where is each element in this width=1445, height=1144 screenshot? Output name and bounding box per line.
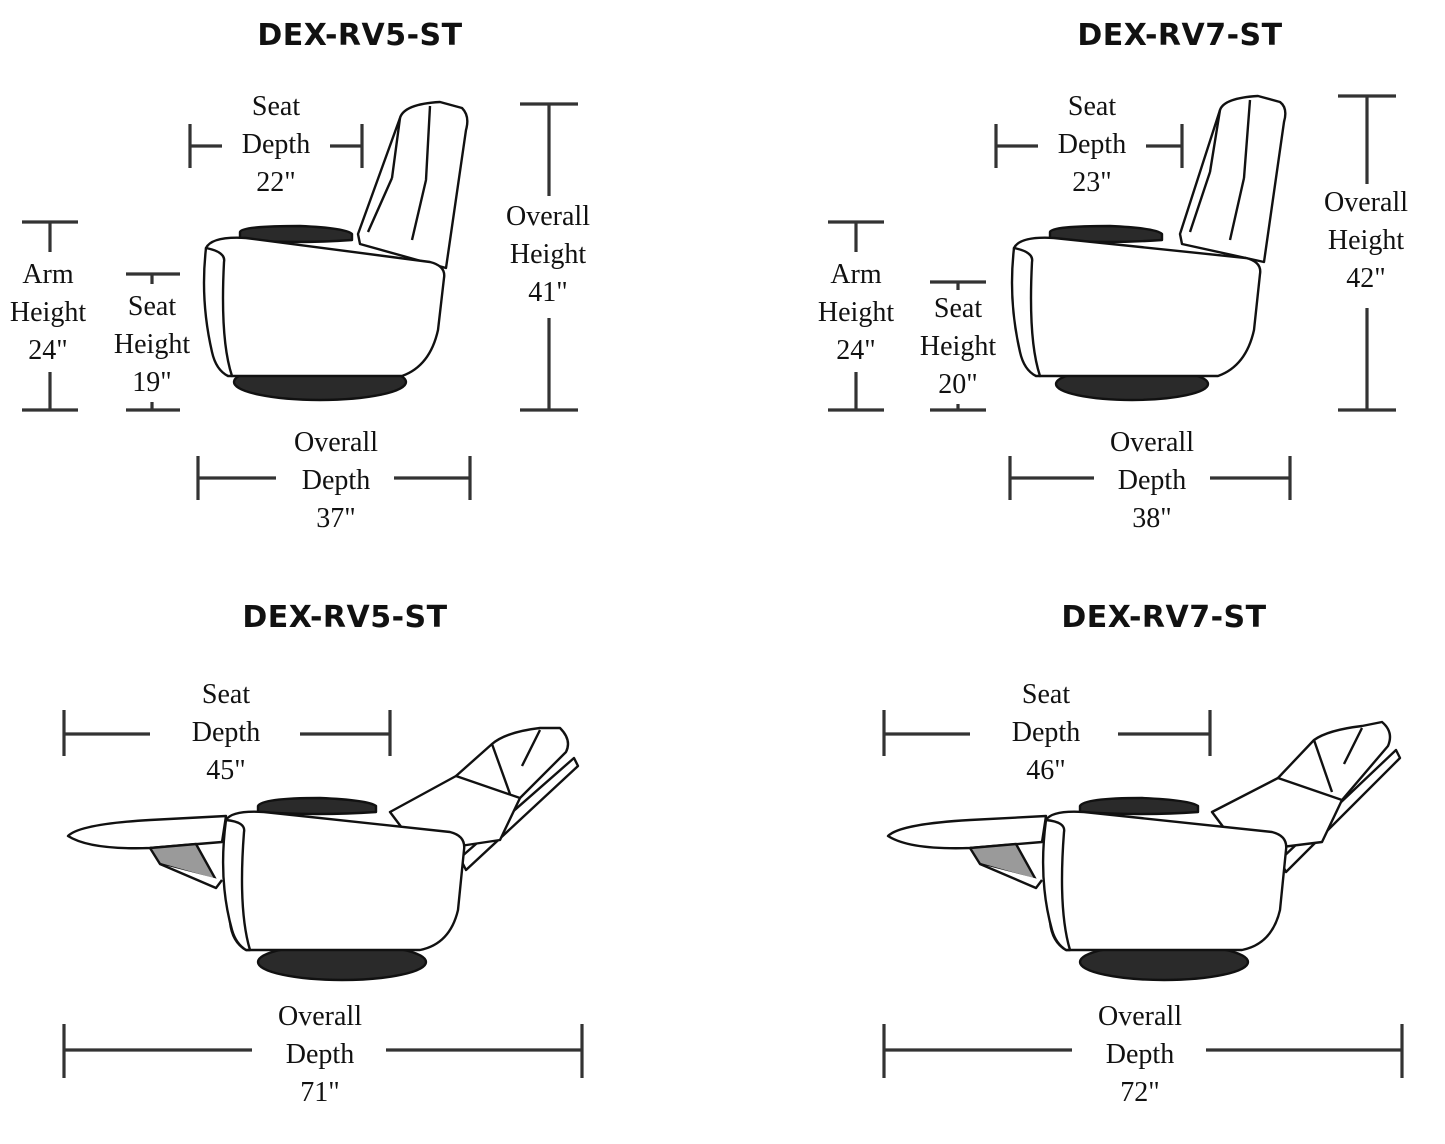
seat-depth-label: Seat Depth 22" [237, 88, 315, 202]
model-title: DEX-RV5-ST [257, 18, 463, 53]
reclined-chair-diagram [882, 710, 1404, 1078]
overall-depth-value: 71" [300, 1077, 340, 1108]
overall-depth-label: Overall Depth 72" [1094, 998, 1186, 1112]
chair-reclined [66, 726, 580, 982]
chair-upright [1010, 94, 1287, 402]
chair-upright [202, 100, 469, 402]
overall-height-label: Overall Height 41" [502, 198, 594, 312]
overall-height-value: 42" [1346, 263, 1386, 294]
seat-depth-value: 22" [256, 167, 296, 198]
chair-reclined [886, 720, 1402, 982]
seat-depth-label: Seat Depth 46" [1007, 676, 1085, 790]
panel-rv5-reclined: DEX-RV5-ST Seat Depth 45" Overall Depth [0, 580, 722, 1144]
model-title: DEX-RV7-ST [1077, 18, 1283, 53]
model-title: DEX-RV5-ST [242, 600, 448, 635]
seat-height-value: 19" [132, 367, 172, 398]
panel-rv5-upright: DEX-RV5-ST Seat [0, 0, 722, 560]
overall-depth-label: Overall Depth 38" [1106, 424, 1198, 538]
dimension-lines [882, 710, 1404, 1078]
seat-height-label: Seat Height 19" [109, 288, 195, 402]
overall-depth-label: Overall Depth 71" [274, 998, 366, 1112]
seat-depth-value: 46" [1026, 755, 1066, 786]
arm-height-value: 24" [28, 335, 68, 366]
overall-depth-value: 72" [1120, 1077, 1160, 1108]
overall-height-label: Overall Height 42" [1320, 184, 1412, 298]
arm-height-value: 24" [836, 335, 876, 366]
seat-depth-label: Seat Depth 45" [187, 676, 265, 790]
panel-rv7-reclined: DEX-RV7-ST Seat Depth 46" Overall Depth [820, 580, 1445, 1144]
dimension-lines [22, 102, 578, 500]
arm-height-label: Arm Height 24" [813, 256, 899, 370]
upright-chair-diagram [828, 94, 1396, 500]
seat-height-value: 20" [938, 369, 978, 400]
overall-depth-value: 37" [316, 503, 356, 534]
seat-depth-value: 23" [1072, 167, 1112, 198]
overall-height-value: 41" [528, 277, 568, 308]
upright-chair-diagram [22, 100, 578, 500]
reclined-chair-diagram [62, 710, 584, 1078]
model-title: DEX-RV7-ST [1061, 600, 1267, 635]
overall-depth-value: 38" [1132, 503, 1172, 534]
panel-rv7-upright: DEX-RV7-ST Seat Depth 23" Arm Hei [806, 0, 1445, 560]
seat-depth-label: Seat Depth 23" [1053, 88, 1131, 202]
dimension-lines [62, 710, 584, 1078]
seat-depth-value: 45" [206, 755, 246, 786]
arm-height-label: Arm Height 24" [5, 256, 91, 370]
seat-height-label: Seat Height 20" [915, 290, 1001, 404]
overall-depth-label: Overall Depth 37" [290, 424, 382, 538]
